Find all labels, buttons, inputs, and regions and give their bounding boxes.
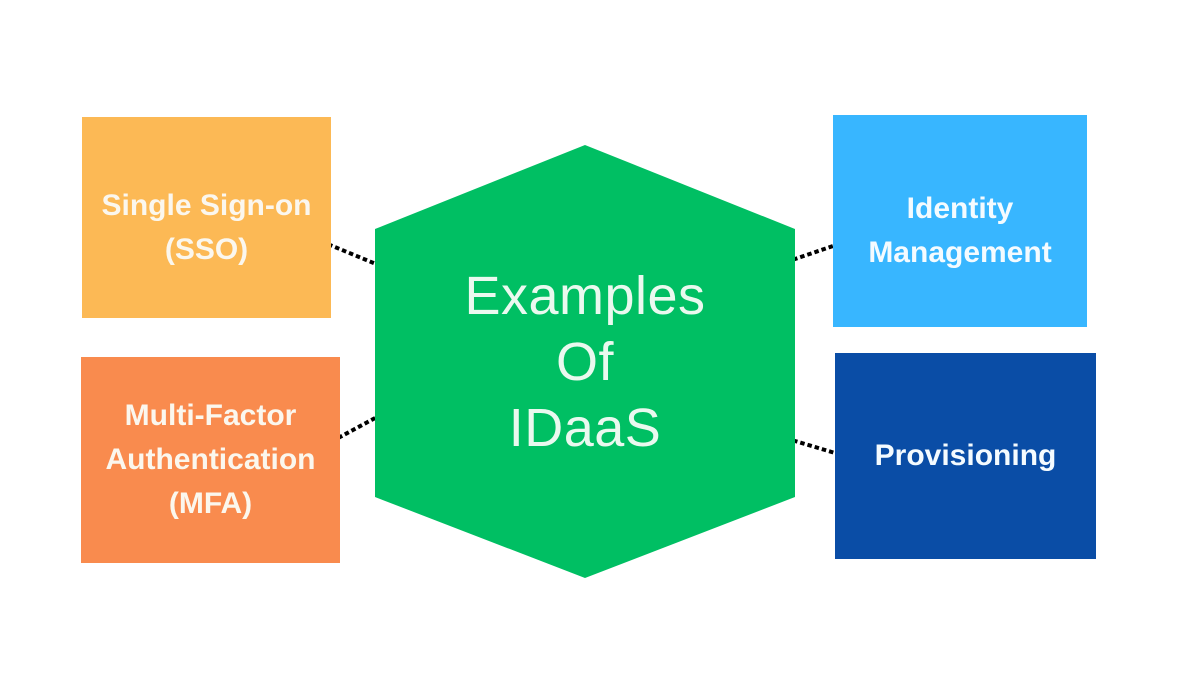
connector-single-sign-on-to-center	[327, 242, 379, 267]
node-label-line: Identity	[906, 192, 1014, 225]
node-label-line: (SSO)	[164, 232, 249, 266]
connector-center-to-identity-management	[792, 243, 836, 262]
connector-center-to-provisioning	[792, 438, 838, 456]
node-label-line: Authentication	[105, 443, 316, 476]
node-single-sign-on: Single Sign-on (SSO)	[82, 117, 331, 318]
node-label-line: Single Sign-on	[101, 188, 312, 222]
hexagon-title-line: Examples	[464, 265, 706, 326]
node-provisioning: Provisioning	[835, 353, 1096, 559]
connector-multi-factor-authentication-to-center	[337, 414, 380, 440]
node-label-line: Multi-Factor	[124, 399, 297, 432]
node-label-line: (MFA)	[168, 487, 253, 520]
node-multi-factor-authentication: Multi-Factor Authentication (MFA)	[81, 357, 340, 563]
node-label-line: Provisioning	[874, 439, 1057, 472]
node-label-line: Management	[868, 236, 1052, 269]
center-hexagon: Examples Of IDaaS	[375, 145, 795, 578]
hexagon-title-line: IDaaS	[508, 397, 662, 458]
hexagon-title-line: Of	[555, 331, 614, 392]
node-identity-management: Identity Management	[833, 115, 1087, 327]
